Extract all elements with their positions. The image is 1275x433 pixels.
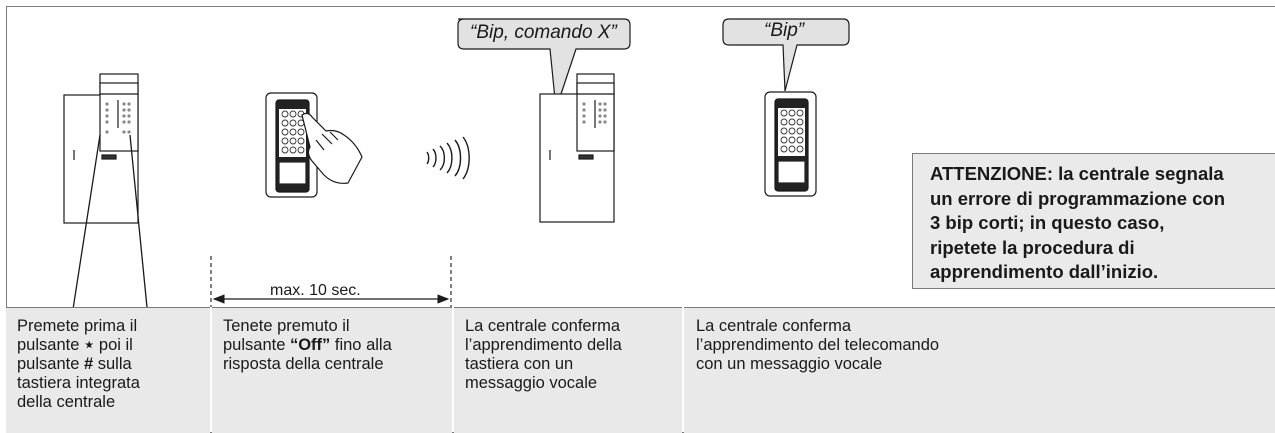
warning-line-4: ripetete la procedura di xyxy=(930,236,1135,258)
step-1-line-1: Premete prima il xyxy=(17,317,138,335)
step-2-line-2-tail: fino alla xyxy=(330,336,392,354)
hash-symbol: # xyxy=(83,355,94,373)
star-symbol: ⋆ xyxy=(83,336,95,354)
radio-waves-icon xyxy=(426,136,470,180)
step-2-line-2: pulsante “Off” fino alla xyxy=(223,336,452,355)
step-4-caption: La centrale conferma l’apprendimento del… xyxy=(684,307,1275,433)
step-3-line-3: tastiera con un xyxy=(465,355,574,373)
step-1-caption: Premete prima il pulsante ⋆ poi il pulsa… xyxy=(6,307,210,433)
step-2-line-2-text: pulsante xyxy=(223,336,290,354)
step-4-line-1: La centrale conferma xyxy=(696,317,852,335)
warning-line-5: apprendimento dall’inizio. xyxy=(930,261,1159,282)
step-1-line-2-text: pulsante xyxy=(17,336,84,354)
step-1-line-2: pulsante ⋆ poi il xyxy=(17,336,210,355)
warning-line-3: 3 bip corti; in questo caso, xyxy=(930,212,1165,233)
step-4-line-3: con un messaggio vocale xyxy=(696,355,883,373)
max-time-label: max. 10 sec. xyxy=(270,282,361,299)
warning-box: ATTENZIONE: la centrale segnala un error… xyxy=(912,153,1275,289)
step-3-line-1: La centrale conferma xyxy=(465,317,621,335)
step-1-line-2-tail: poi il xyxy=(94,336,133,354)
timing-guides xyxy=(210,256,452,307)
speech-bubble-1-text: “Bip, comando X” xyxy=(470,22,617,43)
step-2-caption: Tenete premuto il pulsante “Off” fino al… xyxy=(212,307,452,433)
step-1-line-3-text: pulsante xyxy=(17,355,84,373)
off-button-label: “Off” xyxy=(289,336,331,354)
speech-bubble-2 xyxy=(722,18,850,92)
step-1-line-5: della centrale xyxy=(17,393,116,411)
step-2-line-3: risposta della centrale xyxy=(223,355,384,373)
step-2-line-1: Tenete premuto il xyxy=(223,317,350,335)
warning-line-1: ATTENZIONE: la centrale segnala xyxy=(930,163,1224,184)
warning-line-2: un errore di programmazione con xyxy=(930,187,1226,209)
step-1-line-4: tastiera integrata xyxy=(17,374,140,392)
speech-bubble-2-text: “Bip” xyxy=(764,20,805,41)
step-4-line-2: l’apprendimento del telecomando xyxy=(696,336,940,354)
step-1-line-3: pulsante # sulla xyxy=(17,355,210,374)
step-1-line-3-tail: sulla xyxy=(93,355,132,373)
remote-keypad-2 xyxy=(764,91,817,197)
pressing-hand-icon xyxy=(301,112,363,184)
control-unit-2 xyxy=(539,73,615,223)
step-3-caption: La centrale conferma l’apprendimento del… xyxy=(454,307,682,433)
step-3-line-2: l’apprendimento della xyxy=(465,336,622,354)
control-unit-1 xyxy=(63,73,139,224)
step-3-line-4: messaggio vocale xyxy=(465,374,598,392)
